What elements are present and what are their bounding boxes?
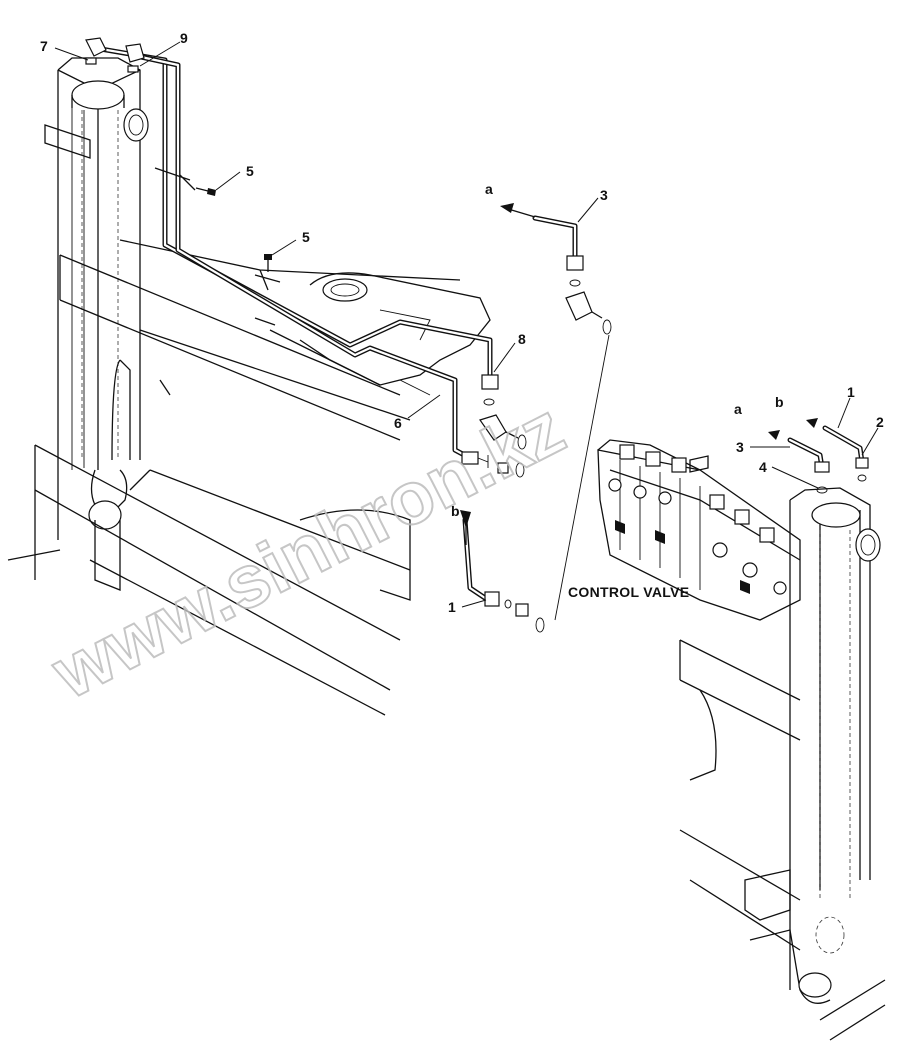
bolt-5-upper	[195, 187, 216, 196]
callout-5-lower: 5	[302, 229, 310, 245]
callouts: 7 9 5 5 3 8 6 1 1 2 3 4	[40, 30, 884, 615]
left-mast	[44, 57, 149, 591]
callout-3-top: 3	[600, 187, 608, 203]
right-pipes	[768, 418, 869, 494]
callout-9: 9	[180, 30, 188, 46]
callout-1-left: 1	[448, 599, 456, 615]
pipe-3-top	[532, 215, 612, 621]
callout-5-upper: 5	[246, 163, 254, 179]
callout-3-right: 3	[736, 439, 744, 455]
flow-arrow-a-top	[500, 203, 536, 218]
flow-label-a-right: a	[734, 401, 742, 417]
callout-2: 2	[876, 414, 884, 430]
flow-label-a-top: a	[485, 181, 493, 197]
elbow-fittings-top	[85, 37, 145, 73]
upper-saddle	[269, 272, 491, 396]
control-valve-label: CONTROL VALVE	[568, 584, 689, 600]
pipe-assembly-6	[92, 45, 493, 461]
callout-1-right: 1	[847, 384, 855, 400]
callout-8: 8	[518, 331, 526, 347]
flow-label-b-right: b	[775, 394, 784, 410]
flow-labels: a b a b	[451, 181, 784, 519]
callout-4: 4	[759, 459, 767, 475]
callout-leaders	[54, 41, 879, 608]
right-mast	[679, 487, 886, 1041]
callout-6: 6	[394, 415, 402, 431]
pipe-1-bottom	[460, 510, 545, 633]
flow-label-b-left: b	[451, 503, 460, 519]
callout-7: 7	[40, 38, 48, 54]
fitting-stack-6-end	[461, 451, 525, 478]
bolt-5-lower	[264, 254, 272, 272]
fitting-stack-8	[479, 374, 527, 450]
control-valve	[597, 439, 801, 621]
cross-beam	[7, 239, 461, 716]
